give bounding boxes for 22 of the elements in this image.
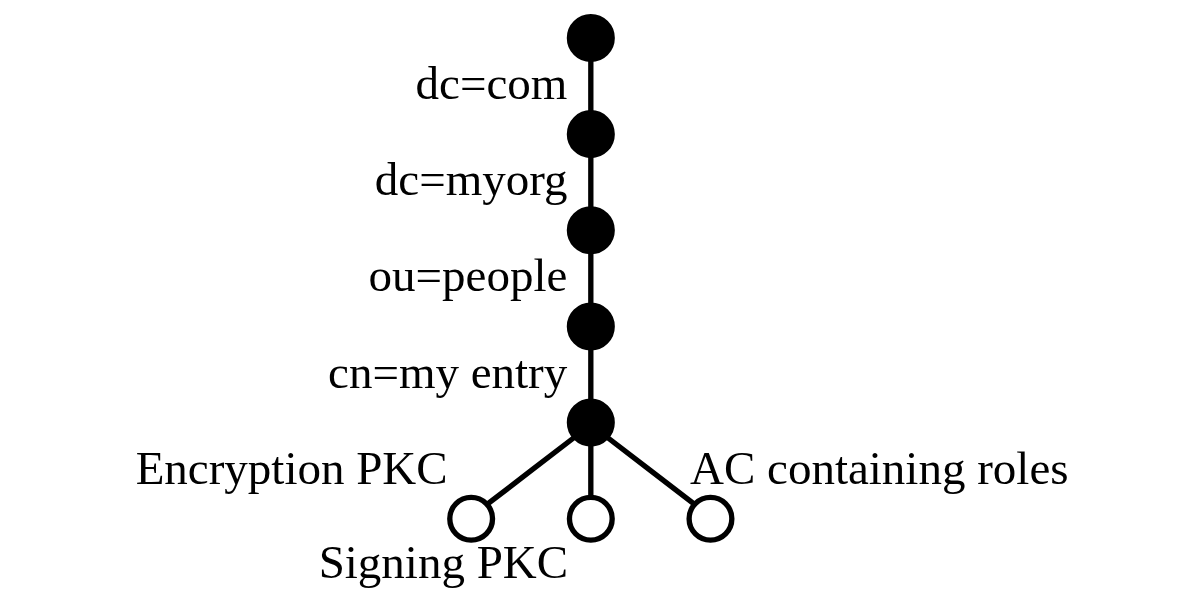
node-circle xyxy=(566,13,615,62)
connector xyxy=(605,435,696,507)
node-circle xyxy=(566,398,615,447)
node-label: Signing PKC xyxy=(318,535,569,588)
connector xyxy=(588,348,594,401)
node-label: ou=people xyxy=(368,249,568,302)
node-label: AC containing roles xyxy=(690,441,1069,494)
connector xyxy=(588,155,594,209)
node-circle xyxy=(566,302,615,351)
node-label: Encryption PKC xyxy=(135,441,448,494)
node-label: dc=myorg xyxy=(374,153,568,206)
connector xyxy=(588,251,594,305)
node-label: dc=com xyxy=(415,57,568,110)
connector xyxy=(588,59,594,113)
node-circle xyxy=(686,494,735,543)
node-circle xyxy=(447,494,496,543)
node-label: cn=my entry xyxy=(328,345,568,398)
node-circle xyxy=(566,110,615,159)
node-circle xyxy=(566,494,615,543)
connector xyxy=(486,435,576,507)
connector xyxy=(588,444,594,498)
node-circle xyxy=(566,206,615,255)
